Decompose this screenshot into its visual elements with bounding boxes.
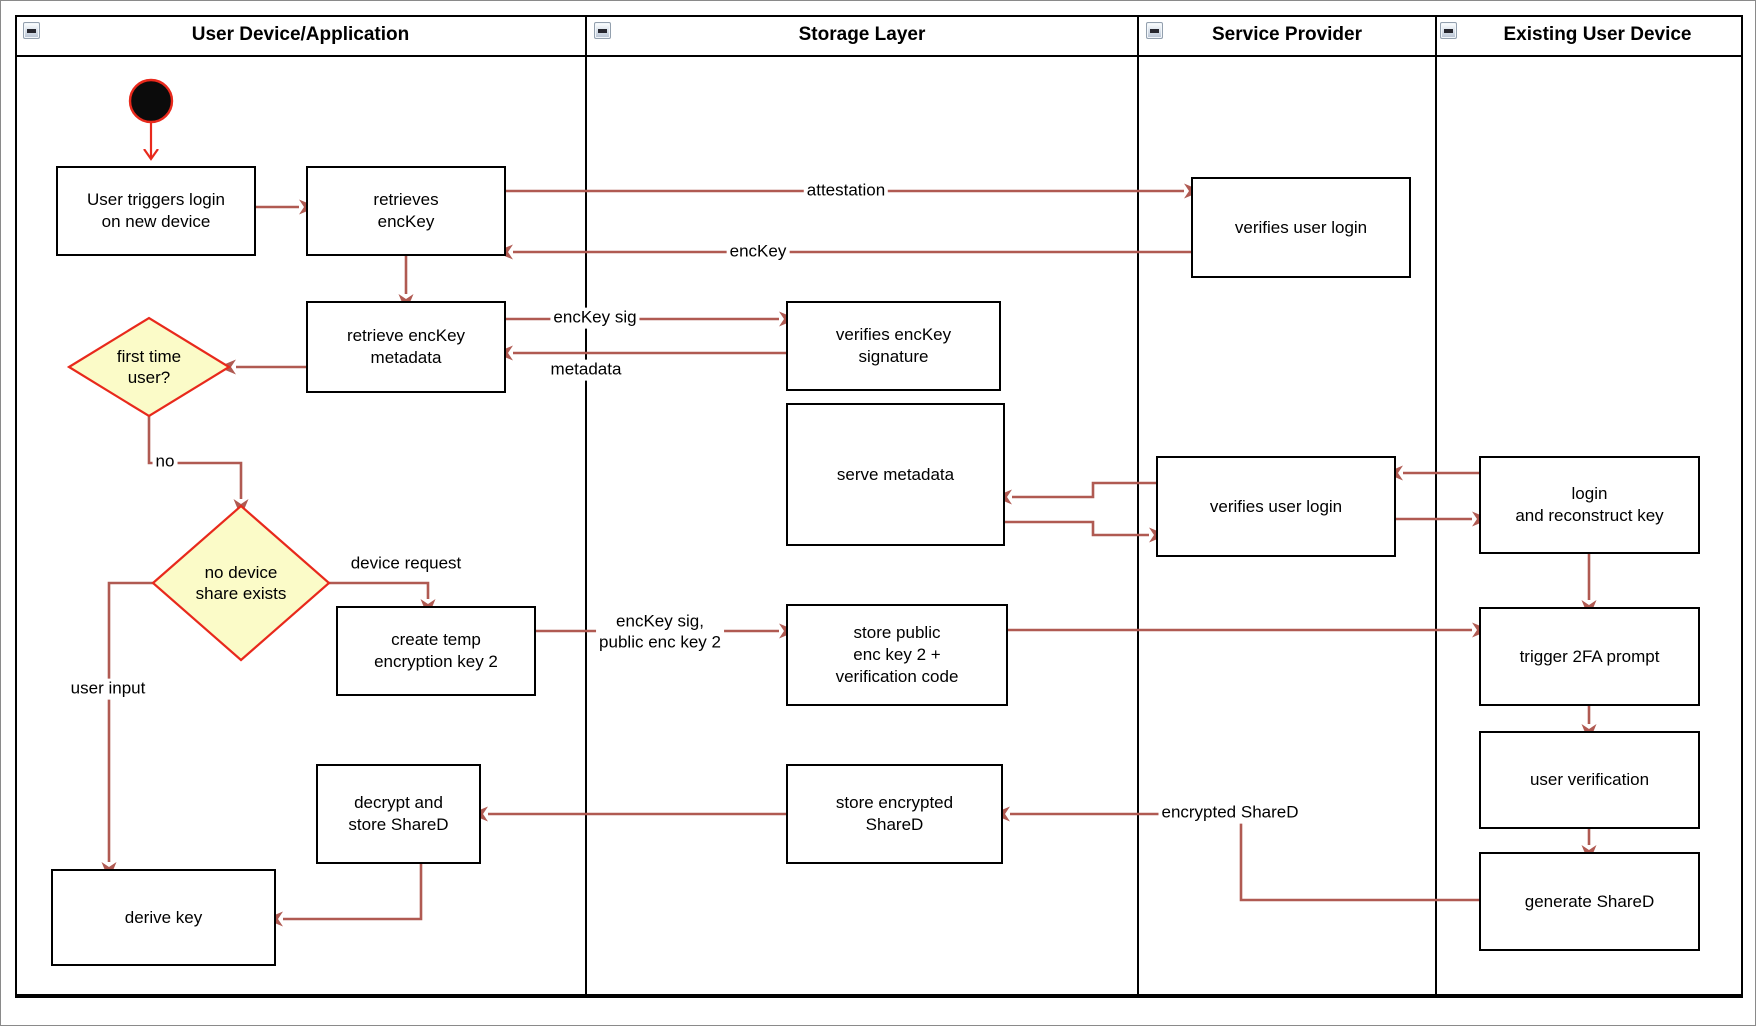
lane-divider [585, 15, 587, 998]
edge-device-request [329, 581, 436, 617]
activity-node-create-temp-key[interactable]: create temp encryption key 2 [336, 606, 536, 696]
lane-title-user-device-application[interactable]: User Device/Application [191, 24, 410, 45]
decision-node-first-time-user[interactable] [66, 316, 232, 418]
activity-node-generate-shared[interactable]: generate ShareD [1479, 852, 1700, 951]
activity-node-store-public-key[interactable]: store public enc key 2 + verification co… [786, 604, 1008, 706]
decision-label-first-time-user: first time user? [116, 346, 182, 387]
activity-node-user-triggers-login[interactable]: User triggers login on new device [56, 166, 256, 256]
edge-decrypt-to-derive [265, 864, 423, 927]
minus-collapse-icon-user-device-application[interactable] [23, 22, 40, 39]
edge-label-encrypted-shared: encrypted ShareD [1158, 802, 1302, 824]
edge-no-branch [147, 416, 249, 517]
diagram-pool [15, 15, 1743, 998]
edge-label-user-input: user input [67, 678, 149, 700]
minus-collapse-icon-storage-layer[interactable] [594, 22, 611, 39]
edge-label-enckey-return: encKey [726, 241, 790, 263]
lane-title-existing-user-device[interactable]: Existing User Device [1503, 24, 1692, 45]
activity-node-store-encrypted-shared[interactable]: store encrypted ShareD [786, 764, 1003, 864]
lane-title-storage-layer[interactable]: Storage Layer [798, 24, 926, 45]
decision-label-no-device-share: no device share exists [195, 562, 287, 603]
edge-serve-to-verifies2 [1005, 520, 1167, 543]
lane-header-separator [15, 55, 1743, 57]
edge-user-input [101, 581, 153, 880]
edge-encrypted-shared [992, 806, 1479, 902]
activity-node-verifies-signature[interactable]: verifies encKey signature [786, 301, 1001, 391]
lane-divider [1137, 15, 1139, 998]
activity-node-decrypt-store-shared[interactable]: decrypt and store ShareD [316, 764, 481, 864]
activity-node-login-reconstruct-key[interactable]: login and reconstruct key [1479, 456, 1700, 554]
edge-label-device-request: device request [347, 553, 465, 575]
activity-node-retrieve-metadata[interactable]: retrieve encKey metadata [306, 301, 506, 393]
minus-collapse-icon-service-provider[interactable] [1146, 22, 1163, 39]
edge-label-metadata-return: metadata [547, 359, 625, 381]
edge-label-no-branch: no [152, 451, 178, 473]
edge-label-attestation: attestation [803, 180, 889, 202]
edge-verifies2-to-serve [994, 481, 1156, 505]
activity-node-derive-key[interactable]: derive key [51, 869, 276, 966]
activity-node-retrieves-enckey[interactable]: retrieves encKey [306, 166, 506, 256]
lane-title-service-provider[interactable]: Service Provider [1212, 24, 1362, 45]
activity-node-user-verification[interactable]: user verification [1479, 731, 1700, 829]
activity-node-trigger-2fa-prompt[interactable]: trigger 2FA prompt [1479, 607, 1700, 706]
edge-label-enckey-sig: encKey sig [550, 307, 640, 329]
activity-node-serve-metadata[interactable]: serve metadata [786, 403, 1005, 546]
activity-node-verifies-user-login-2[interactable]: verifies user login [1156, 456, 1396, 557]
activity-node-verifies-user-login-1[interactable]: verifies user login [1191, 177, 1411, 278]
decision-node-no-device-share[interactable] [151, 504, 331, 662]
edge-label-enckey-sig-public-key-2: encKey sig, public enc key 2 [596, 611, 724, 653]
start-node-icon[interactable] [128, 78, 174, 124]
lane-divider [1435, 15, 1437, 998]
minus-collapse-icon-existing-user-device[interactable] [1440, 22, 1457, 39]
